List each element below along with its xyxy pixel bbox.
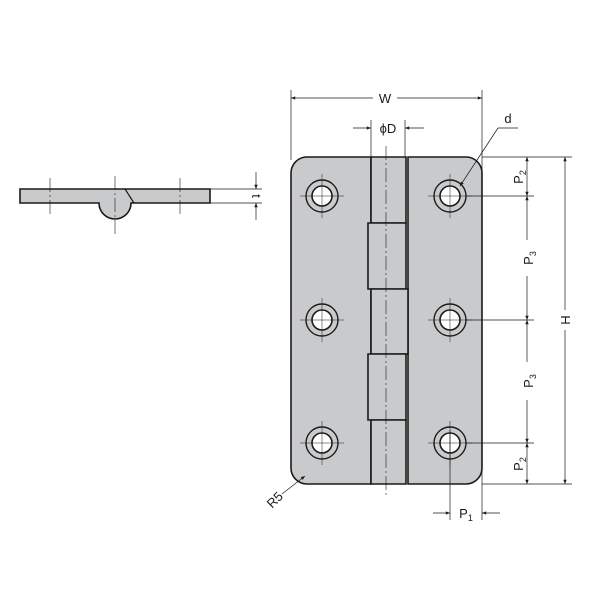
side-view: t [19, 172, 264, 236]
front-view [290, 146, 483, 496]
height-label: H [558, 315, 573, 324]
corner-radius-label: R5 [264, 489, 286, 511]
knuckle [370, 288, 409, 355]
pin-diameter-label: ϕD [380, 121, 397, 136]
knuckle [370, 156, 407, 224]
screw-hole [300, 298, 344, 342]
screw-hole [300, 421, 344, 465]
width-label: W [379, 91, 392, 106]
pitch-3-top-label: P3 [521, 251, 538, 265]
knuckle [367, 353, 407, 421]
pitch-2-bottom-label: P2 [511, 457, 528, 471]
knuckle [367, 222, 407, 290]
pitch-3-bottom-label: P3 [521, 374, 538, 388]
pitch-2-top-label: P2 [511, 170, 528, 184]
screw-hole [428, 174, 472, 218]
hole-diameter-label: d [504, 111, 511, 126]
knuckle [370, 419, 407, 485]
screw-hole [428, 298, 472, 342]
pitch-1-label: P1 [459, 506, 473, 523]
dimensions: W ϕD d P2 P3 P3 P2 H [264, 90, 573, 523]
screw-hole [300, 174, 344, 218]
thickness-label: t [249, 194, 264, 198]
